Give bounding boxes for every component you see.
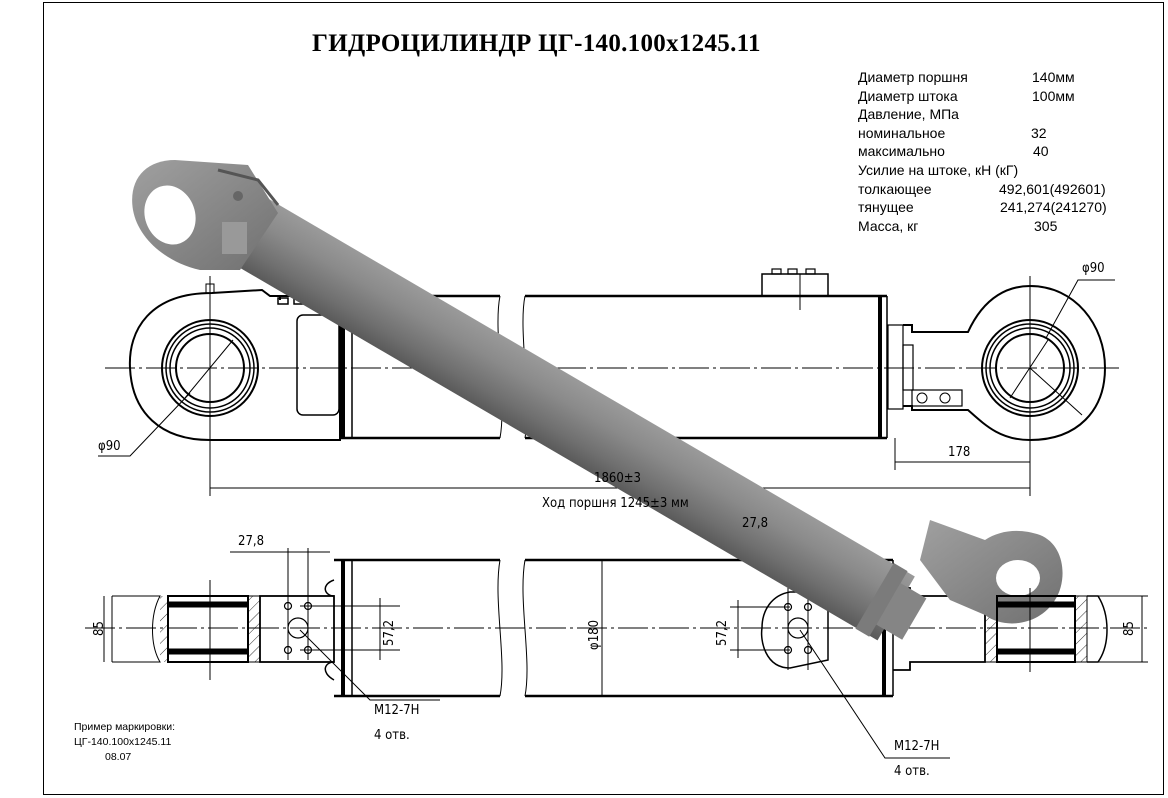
dim-eye-width-left: 85 [92,621,107,636]
spec-label: Масса, кг [858,217,919,234]
dim-barrel-diameter: φ180 [587,620,602,650]
spec-label: тянущее [858,199,914,216]
spec-label: номинальное [858,124,946,141]
dim-eye-diameter-right: φ90 [1082,261,1105,276]
rod-3d-render [132,160,1063,641]
left-eye-side [98,276,341,457]
dim-overall-length: 1860±3 [594,471,641,486]
marking-example: Пример маркировки: ЦГ-140.100x1245.11 08… [74,720,175,765]
marking-date: 08.07 [105,751,132,763]
drawing-title: ГИДРОЦИЛИНДР ЦГ-140.100x1245.11 [312,30,761,57]
spec-value: 32 [1031,124,1047,141]
spec-label: максимально [858,143,945,160]
dim-port-bolt-right: 57,2 [715,620,730,646]
spec-label: Диаметр штока [858,87,958,104]
thread-label-left: М12-7Н [374,703,419,718]
spec-label: Диаметр поршня [858,69,968,85]
spec-label: Усилие на штоке, кН (кГ) [858,161,1019,178]
spec-label: Давление, МПа [858,106,959,123]
marking-code: ЦГ-140.100x1245.11 [74,736,172,748]
marking-caption: Пример маркировки: [74,721,176,733]
dim-port-bolt-left: 57,2 [382,620,397,646]
dim-eye-diameter-left: φ90 [98,439,121,454]
spec-label: толкающее [858,180,932,197]
left-eye-section [103,548,440,701]
dim-eye-width-right: 85 [1122,621,1137,636]
dim-port-spacing-left: 27,8 [238,534,264,549]
right-eye-side [887,276,1115,470]
side-view [98,268,1120,496]
thread-label-right: М12-7Н [894,739,939,754]
spec-value: 492,601(492601) [999,180,1106,197]
drawing-frame [43,2,1164,795]
spec-value: 241,274(241270) [1000,199,1107,216]
dim-port-spacing-right: 27,8 [742,516,768,531]
spec-value: 100мм [1032,87,1075,104]
spec-value: 40 [1033,143,1049,160]
dim-stroke: Ход поршня 1245±3 мм [542,496,689,511]
spec-value: 305 [1034,217,1058,234]
dim-eye-length: 178 [948,445,970,460]
holes-label-right: 4 отв. [894,764,930,779]
spec-value: 140мм [1032,69,1075,85]
holes-label-left: 4 отв. [374,728,410,743]
